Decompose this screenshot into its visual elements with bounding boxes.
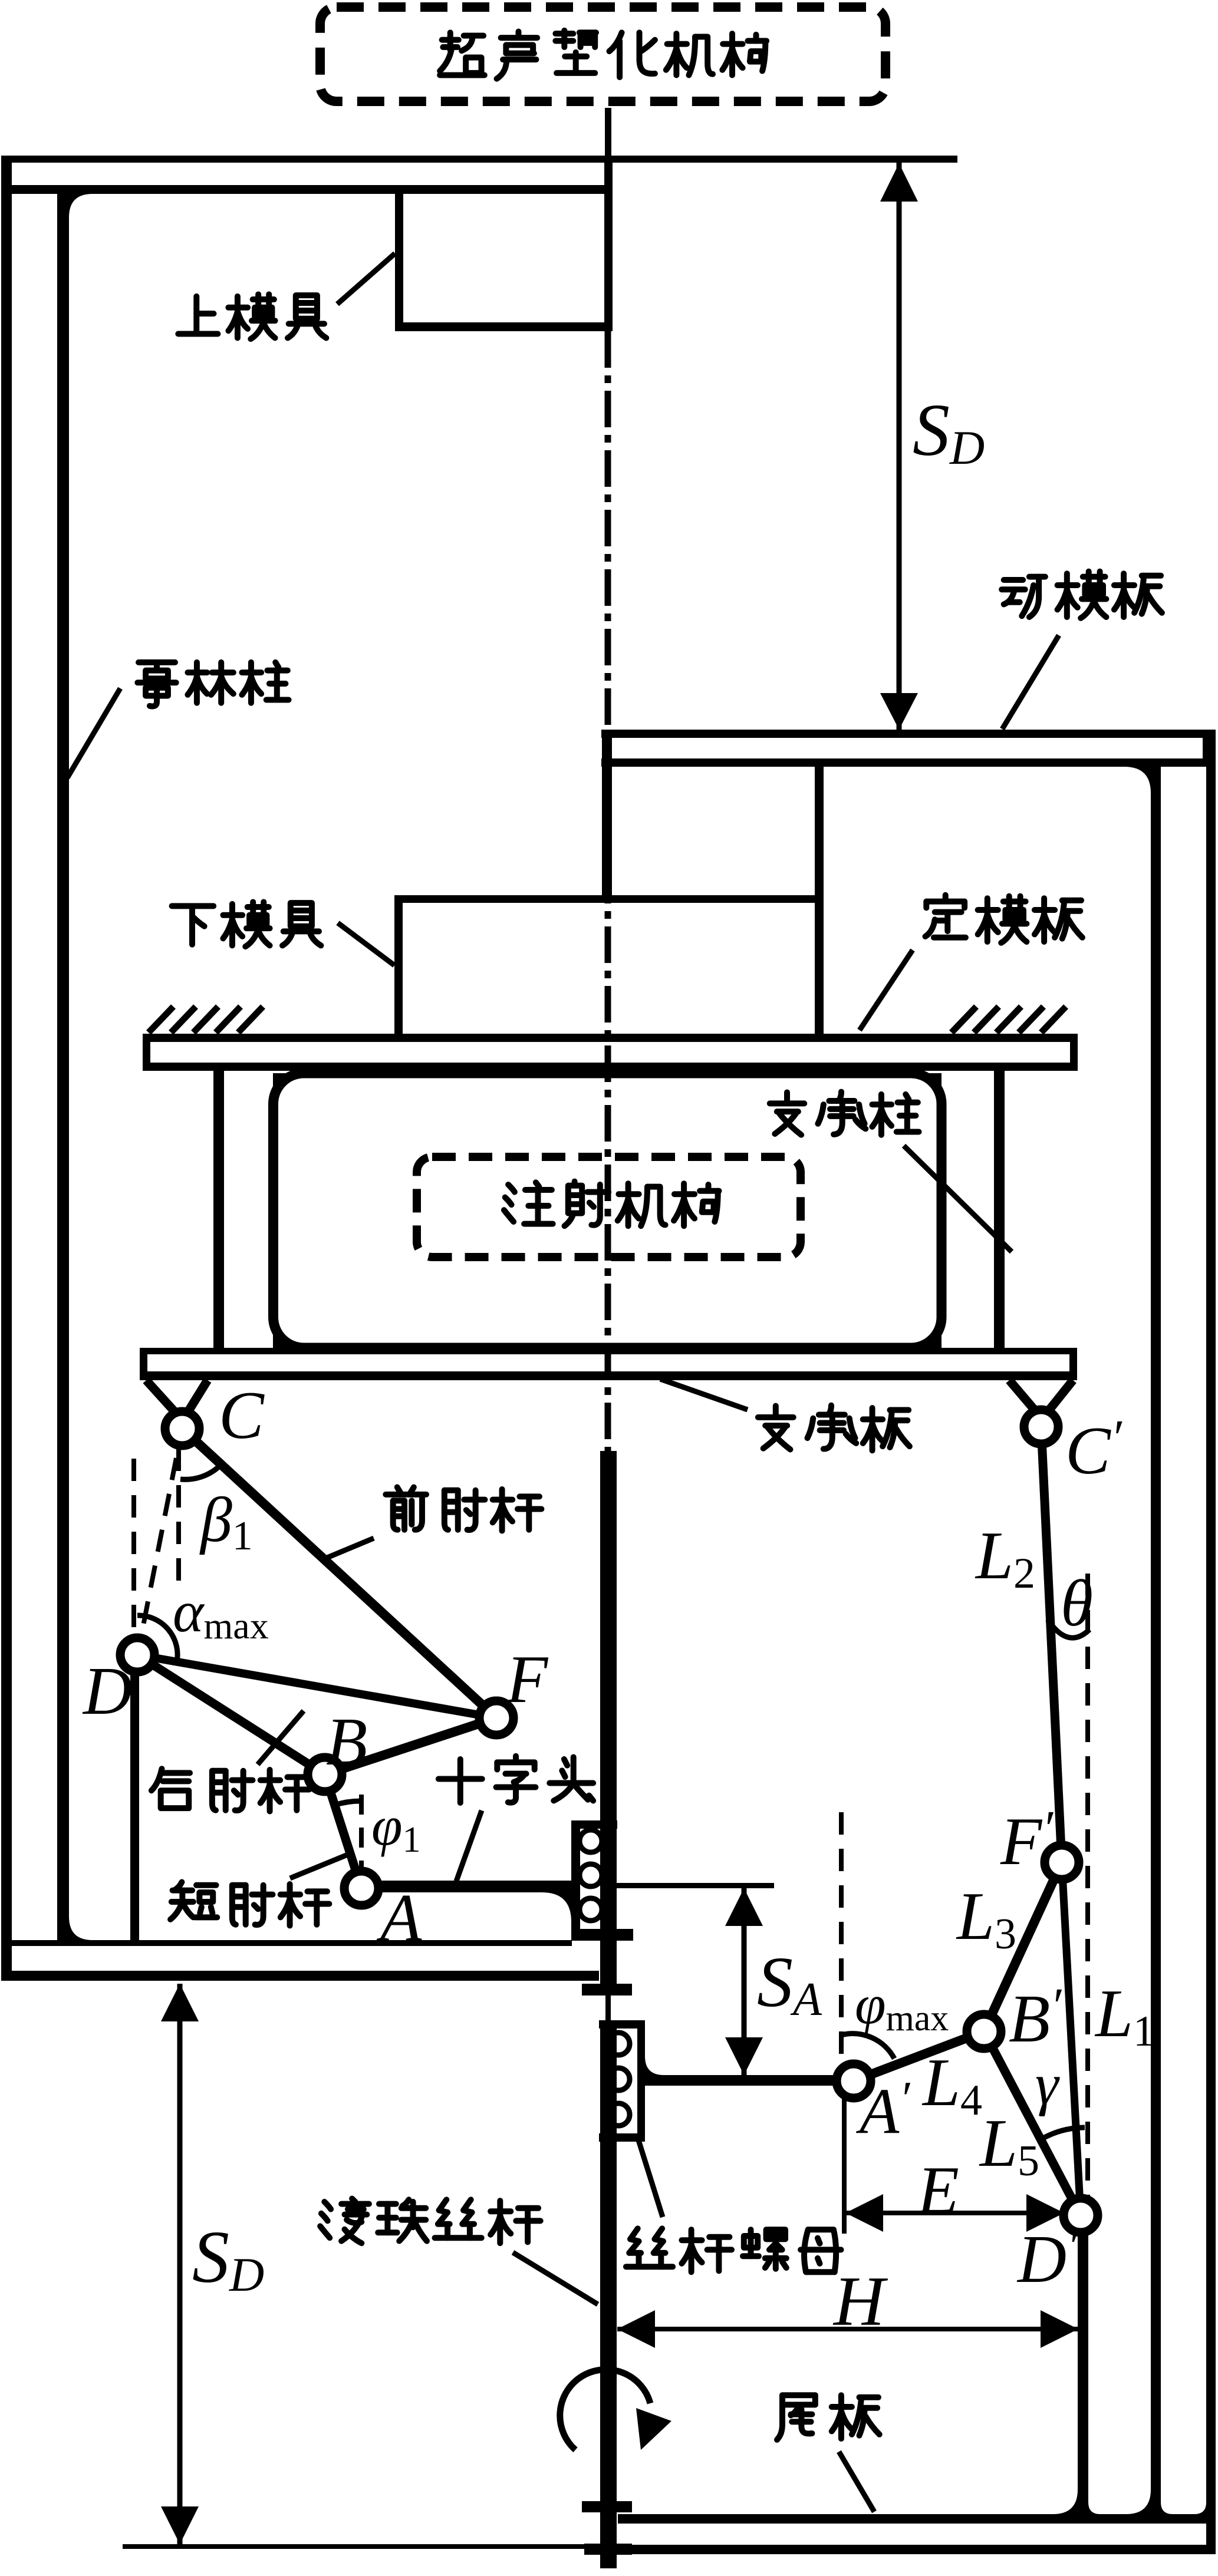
svg-text:B: B xyxy=(326,1704,367,1779)
svg-text:H: H xyxy=(832,2262,888,2340)
svg-text:L3: L3 xyxy=(956,1879,1016,1958)
svg-text:L1: L1 xyxy=(1094,1976,1155,2056)
svg-text:γ: γ xyxy=(1035,2051,1060,2117)
svg-text:C: C xyxy=(219,1378,265,1453)
svg-text:B′: B′ xyxy=(1009,1977,1062,2056)
svg-text:L4: L4 xyxy=(921,2045,982,2125)
svg-text:D: D xyxy=(82,1654,132,1729)
svg-text:θ: θ xyxy=(1061,1567,1093,1640)
svg-text:F: F xyxy=(506,1642,549,1717)
svg-text:SD: SD xyxy=(192,2217,264,2301)
svg-text:E: E xyxy=(916,2153,959,2228)
